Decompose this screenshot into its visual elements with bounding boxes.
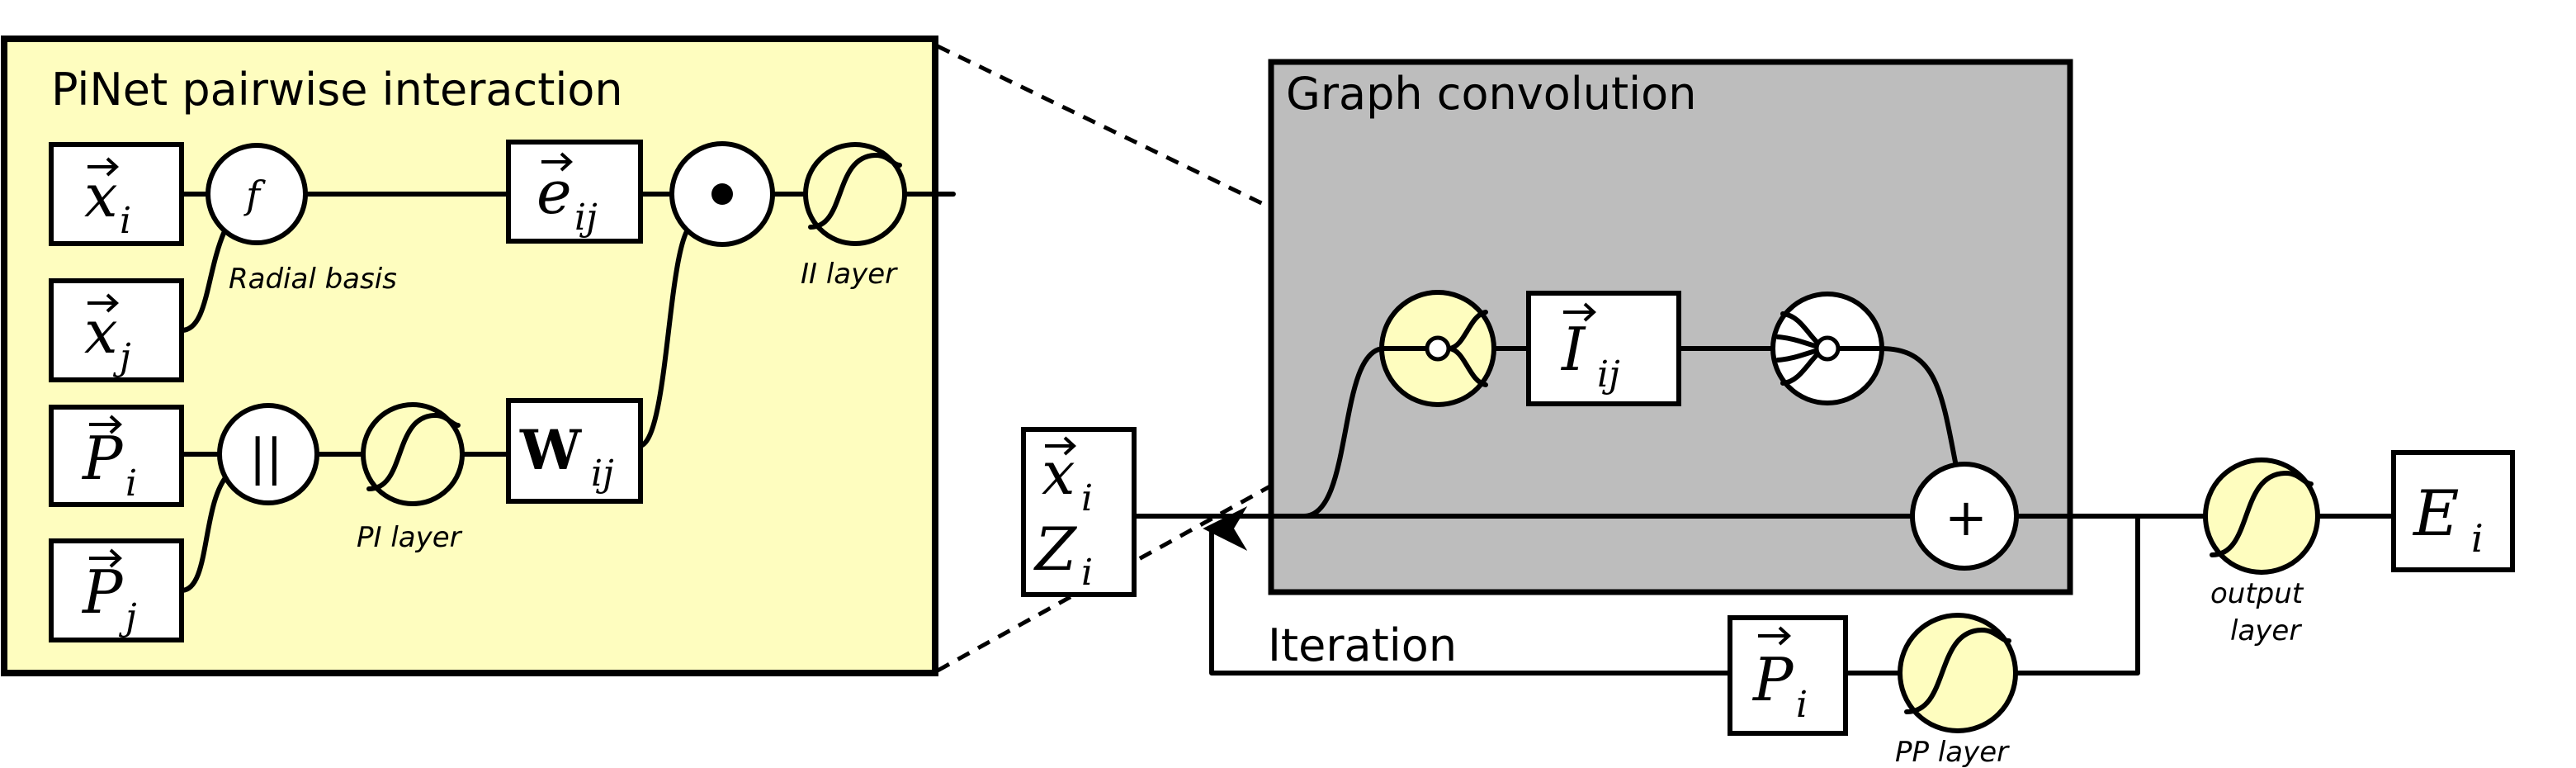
iij-box: I ij: [1526, 291, 1681, 406]
svg-text:ij: ij: [591, 453, 614, 495]
wij-box: W ij: [506, 398, 643, 504]
wire-xj-to-f: [179, 229, 227, 333]
radial-basis-label: Radial basis: [229, 263, 397, 296]
pp-layer-node: [1898, 613, 2018, 733]
zoom-line-top: [936, 44, 1461, 301]
output-layer-node: [2203, 457, 2320, 575]
graph-convolution-title: Graph convolution: [1286, 68, 1696, 120]
svg-text:P: P: [1751, 645, 1794, 714]
radial-basis-node: f: [206, 143, 308, 245]
pinet-panel-title: PiNet pairwise interaction: [51, 64, 623, 116]
svg-text:P: P: [81, 557, 124, 627]
concat-node: ||: [217, 403, 319, 505]
eij-box: e ij: [506, 140, 643, 244]
svg-text:P: P: [81, 424, 124, 493]
svg-text:+: +: [1945, 487, 1988, 548]
svg-text:i: i: [125, 462, 137, 505]
ii-layer-label: II layer: [801, 258, 898, 291]
svg-text:i: i: [1081, 477, 1093, 519]
svg-text:ij: ij: [1597, 353, 1620, 396]
pi-layer-node: [361, 402, 465, 506]
input-xi: x i: [49, 142, 184, 246]
pp-layer-label: PP layer: [1895, 736, 2010, 768]
svg-text:||: ||: [249, 429, 282, 486]
dot-product-node: [669, 141, 775, 247]
svg-text:I: I: [1560, 315, 1586, 384]
input-xi-zi-box: x i Z i: [1021, 427, 1137, 597]
wire-pj-to-concat: [179, 472, 230, 593]
pairwise-interaction-node: [1379, 290, 1496, 407]
plus-node: +: [1910, 462, 2019, 571]
svg-text:i: i: [120, 200, 131, 242]
output-layer-label-line1: output: [2210, 577, 2304, 610]
svg-text:Z: Z: [1033, 514, 1078, 584]
iteration-pi-box: P i: [1728, 615, 1848, 736]
ii-layer-node: [803, 142, 907, 246]
pi-layer-label: PI layer: [357, 521, 463, 554]
svg-text:i: i: [2471, 516, 2484, 561]
input-xj: x j: [49, 278, 184, 382]
wire-branch-to-pairwise: [1302, 346, 1386, 519]
svg-text:W: W: [519, 418, 582, 482]
svg-text:i: i: [1796, 684, 1808, 726]
svg-text:E: E: [2412, 476, 2459, 550]
ei-output-box: E i: [2391, 450, 2515, 572]
svg-text:ij: ij: [574, 197, 598, 239]
iteration-label: Iteration: [1268, 619, 1457, 671]
input-pj: P j: [49, 538, 184, 642]
svg-text:i: i: [1081, 552, 1093, 594]
aggregation-node: [1770, 292, 1884, 405]
wire-iteration-loop-left: [1203, 506, 1732, 676]
wire-agg-to-plus: [1878, 346, 1959, 469]
input-pi: P i: [49, 405, 184, 507]
svg-text:e: e: [536, 158, 572, 227]
output-layer-label-line2: layer: [2230, 614, 2302, 647]
wire-iteration-loop-right: [2011, 514, 2140, 676]
wire-wij-to-dot: [638, 220, 697, 448]
